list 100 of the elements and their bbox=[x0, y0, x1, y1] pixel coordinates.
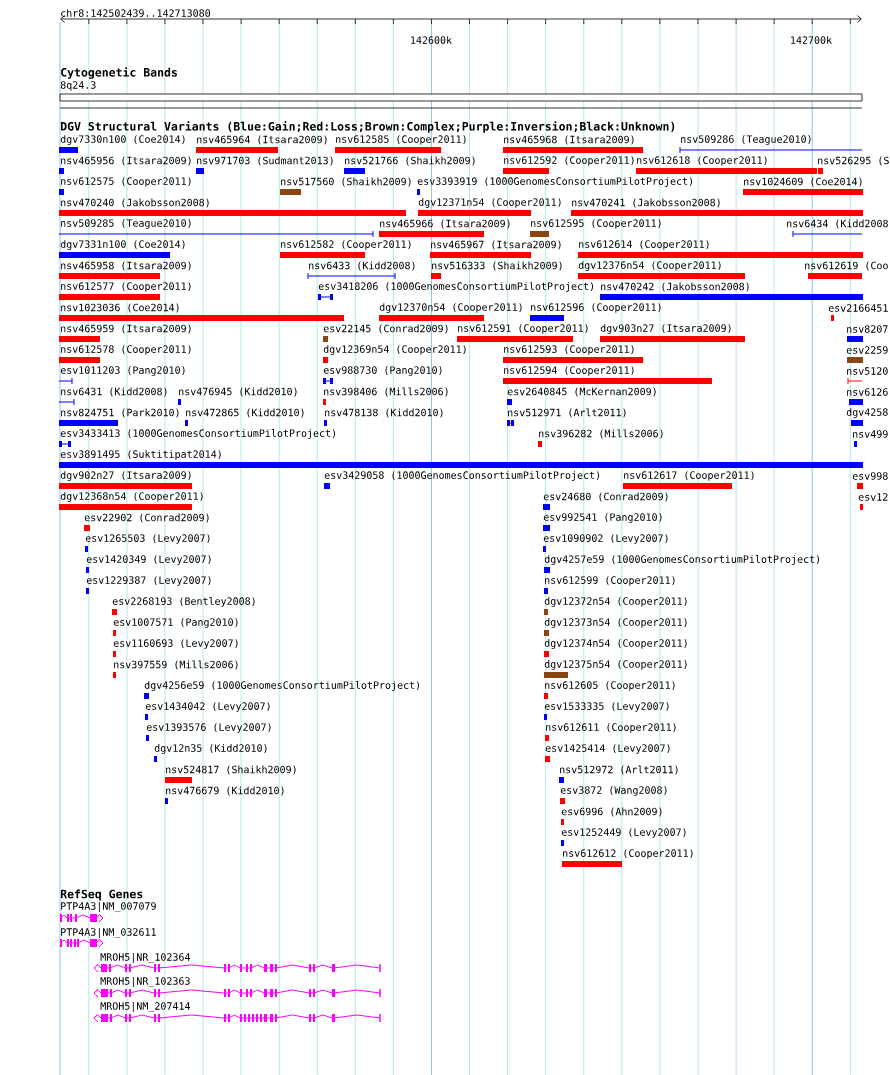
node-label: nsv397559 (Mills2006) bbox=[114, 660, 238, 670]
variant-feature: nsv465958 (Itsara2009) bbox=[59, 261, 191, 279]
variant-feature: nsv612585 (Cooper2011) bbox=[335, 135, 466, 153]
node-label: esv2166451 bbox=[828, 304, 888, 312]
node-label: nsv1023036 (Coe2014) bbox=[61, 303, 179, 313]
node-label: nsv521766 (Shaikh2009) bbox=[345, 156, 475, 166]
node-label: dgv903n27 (Itsara2009) bbox=[600, 324, 731, 334]
variant-feature: dgv7331n100 (Coe2014) bbox=[59, 240, 185, 258]
variant-feature: nsv509285 (Teague2010) bbox=[58, 219, 374, 238]
variant-feature: esv1265503 (Levy2007) bbox=[85, 534, 210, 552]
gene-model: MROH5|NM_207414 bbox=[93, 1002, 381, 1023]
variant-feature: nsv465968 (Itsara2009) bbox=[503, 135, 643, 153]
node-label: nsv612596 (Cooper2011) bbox=[531, 303, 661, 313]
node-label: dgv4257e59 (1000GenomesConsortiumPilotProject) bbox=[544, 555, 820, 565]
variant-feature: esv24680 (Conrad2009) bbox=[543, 492, 668, 510]
node-label: nsv398406 (Mills2006) bbox=[324, 387, 448, 397]
variant-feature: esv1090902 (Levy2007) bbox=[543, 534, 668, 552]
node-label: MROH5|NR_102363 bbox=[100, 976, 190, 987]
variant-feature: nsv6434 (Kidd2008 bbox=[787, 219, 888, 238]
variant-feature: nsv612596 (Cooper2011) bbox=[530, 303, 661, 321]
tick-label: 142700k bbox=[791, 36, 832, 44]
node-label: esv12 bbox=[858, 493, 888, 501]
variant-feature: nsv524817 (Shaikh2009) bbox=[165, 765, 296, 783]
variant-feature: nsv516333 (Shaikh2009) bbox=[431, 261, 562, 279]
variant-feature: nsv612605 (Cooper2011) bbox=[544, 681, 675, 699]
variant-feature: nsv612593 (Cooper2011) bbox=[503, 345, 643, 363]
node-label: esv24680 (Conrad2009) bbox=[543, 492, 668, 502]
variant-feature: nsv6433 (Kidd2008) bbox=[307, 261, 415, 280]
node-label: nsv824751 (Park2010) bbox=[61, 408, 179, 418]
variant-feature: nsv465964 (Itsara2009) bbox=[196, 135, 327, 153]
variant-feature: esv3429058 (1000GenomesConsortiumPilotProject) bbox=[324, 471, 600, 489]
variant-feature: esv992541 (Pang2010) bbox=[543, 513, 662, 531]
variant-feature: nsv397559 (Mills2006) bbox=[113, 660, 238, 678]
variant-feature: nsv612595 (Cooper2011) bbox=[530, 219, 661, 237]
node-label: nsv470240 (Jakobsson2008) bbox=[61, 198, 209, 208]
node-label: nsv526295 (S bbox=[818, 156, 889, 166]
node-label: nsv465956 (Itsara2009) bbox=[61, 156, 191, 166]
variant-feature: nsv612594 (Cooper2011) bbox=[503, 366, 712, 384]
variant-feature: nsv612599 (Cooper2011) bbox=[544, 576, 675, 594]
node-label: nsv396282 (Mills2006) bbox=[539, 429, 663, 439]
variant-feature: esv2259 bbox=[846, 346, 888, 363]
node-label: MROH5|NM_207414 bbox=[100, 1001, 191, 1012]
node-label: esv3393919 (1000GenomesConsortiumPilotProject) bbox=[417, 177, 693, 187]
node-label: nsv465959 (Itsara2009) bbox=[61, 324, 191, 334]
variant-feature: dgv12373n54 (Cooper2011) bbox=[544, 618, 687, 636]
variant-feature: esv1425414 (Levy2007) bbox=[545, 744, 670, 762]
variant-feature: dgv12370n54 (Cooper2011) bbox=[379, 303, 522, 321]
node-label: esv22902 (Conrad2009) bbox=[84, 513, 209, 523]
variant-feature: nsv465959 (Itsara2009) bbox=[59, 324, 191, 342]
node-label: esv2268193 (Bentley2008) bbox=[112, 597, 255, 607]
variant-feature: esv1434042 (Levy2007) bbox=[145, 702, 270, 720]
node-label: dgv7330n100 (Coe2014) bbox=[60, 135, 185, 145]
node-label: dgv12374n54 (Cooper2011) bbox=[544, 639, 687, 649]
variant-feature: dgv7330n100 (Coe2014) bbox=[59, 135, 185, 153]
variant-feature: nsv612611 (Cooper2011) bbox=[545, 723, 676, 741]
variant-feature: esv6996 (Ahn2009) bbox=[561, 807, 662, 825]
node-label: nsv612611 (Cooper2011) bbox=[546, 723, 676, 733]
gene-model: MROH5|NR_102364 bbox=[93, 953, 381, 973]
variant-feature: nsv512971 (Arlt2011) bbox=[507, 408, 626, 426]
variant-feature: esv2166451 bbox=[828, 304, 888, 321]
node-label: nsv612591 (Cooper2011) bbox=[458, 324, 588, 334]
node-label: nsv516333 (Shaikh2009) bbox=[432, 261, 562, 271]
node-label: nsv470241 (Jakobsson2008) bbox=[572, 198, 720, 208]
variant-feature: nsv499 bbox=[853, 430, 888, 447]
variant-feature: nsv8207 bbox=[847, 325, 888, 342]
node-label: nsv524817 (Shaikh2009) bbox=[166, 765, 296, 775]
node-label: nsv612593 (Cooper2011) bbox=[504, 345, 634, 355]
variant-feature: esv3872 (Wang2008) bbox=[560, 786, 667, 804]
variant-feature: nsv6126 bbox=[847, 388, 888, 405]
variant-feature: esv1393576 (Levy2007) bbox=[146, 723, 271, 741]
variant-feature: nsv521766 (Shaikh2009) bbox=[344, 156, 475, 174]
variant-feature: dgv12369n54 (Cooper2011) bbox=[323, 345, 466, 363]
node-label: esv1229387 (Levy2007) bbox=[86, 576, 211, 586]
node-label: esv1252449 (Levy2007) bbox=[561, 828, 686, 838]
variant-feature: esv998 bbox=[852, 472, 888, 489]
variant-feature: nsv612592 (Cooper2011) bbox=[503, 156, 634, 174]
variant-feature: nsv1024609 (Coe2014) bbox=[743, 177, 863, 195]
variant-feature: esv988730 (Pang2010) bbox=[323, 366, 442, 384]
variant-feature: nsv612575 (Cooper2011) bbox=[59, 177, 191, 195]
node-label: nsv612595 (Cooper2011) bbox=[531, 219, 661, 229]
chromosome-band: 8q24.3 bbox=[59, 81, 863, 102]
node-label: esv998 bbox=[852, 472, 888, 480]
variant-feature: esv22902 (Conrad2009) bbox=[84, 513, 209, 531]
variant-feature: dgv4256e59 (1000GenomesConsortiumPilotProject) bbox=[144, 681, 420, 699]
node-label: nsv465966 (Itsara2009) bbox=[380, 219, 510, 229]
node-label: nsv465968 (Itsara2009) bbox=[504, 135, 634, 145]
variant-feature: nsv5120 bbox=[847, 367, 888, 385]
track-heading: Cytogenetic Bands bbox=[61, 67, 177, 79]
node-label: esv1420349 (Levy2007) bbox=[86, 555, 211, 565]
node-label: dgv12368n54 (Cooper2011) bbox=[60, 492, 203, 502]
node-label: dgv12369n54 (Cooper2011) bbox=[323, 345, 466, 355]
variant-feature: dgv902n27 (Itsara2009) bbox=[59, 471, 192, 489]
variant-feature: nsv612591 (Cooper2011) bbox=[457, 324, 588, 342]
node-label: dgv12n35 (Kidd2010) bbox=[154, 744, 267, 754]
variant-feature: esv1011203 (Pang2010) bbox=[58, 366, 185, 385]
variant-feature: esv1007571 (Pang2010) bbox=[113, 618, 238, 636]
variant-feature: dgv12n35 (Kidd2010) bbox=[154, 744, 267, 762]
variant-feature: dgv4258 bbox=[846, 408, 888, 426]
node-label: esv1393576 (Levy2007) bbox=[146, 723, 271, 733]
variant-feature: nsv512972 (Arlt2011) bbox=[559, 765, 678, 783]
